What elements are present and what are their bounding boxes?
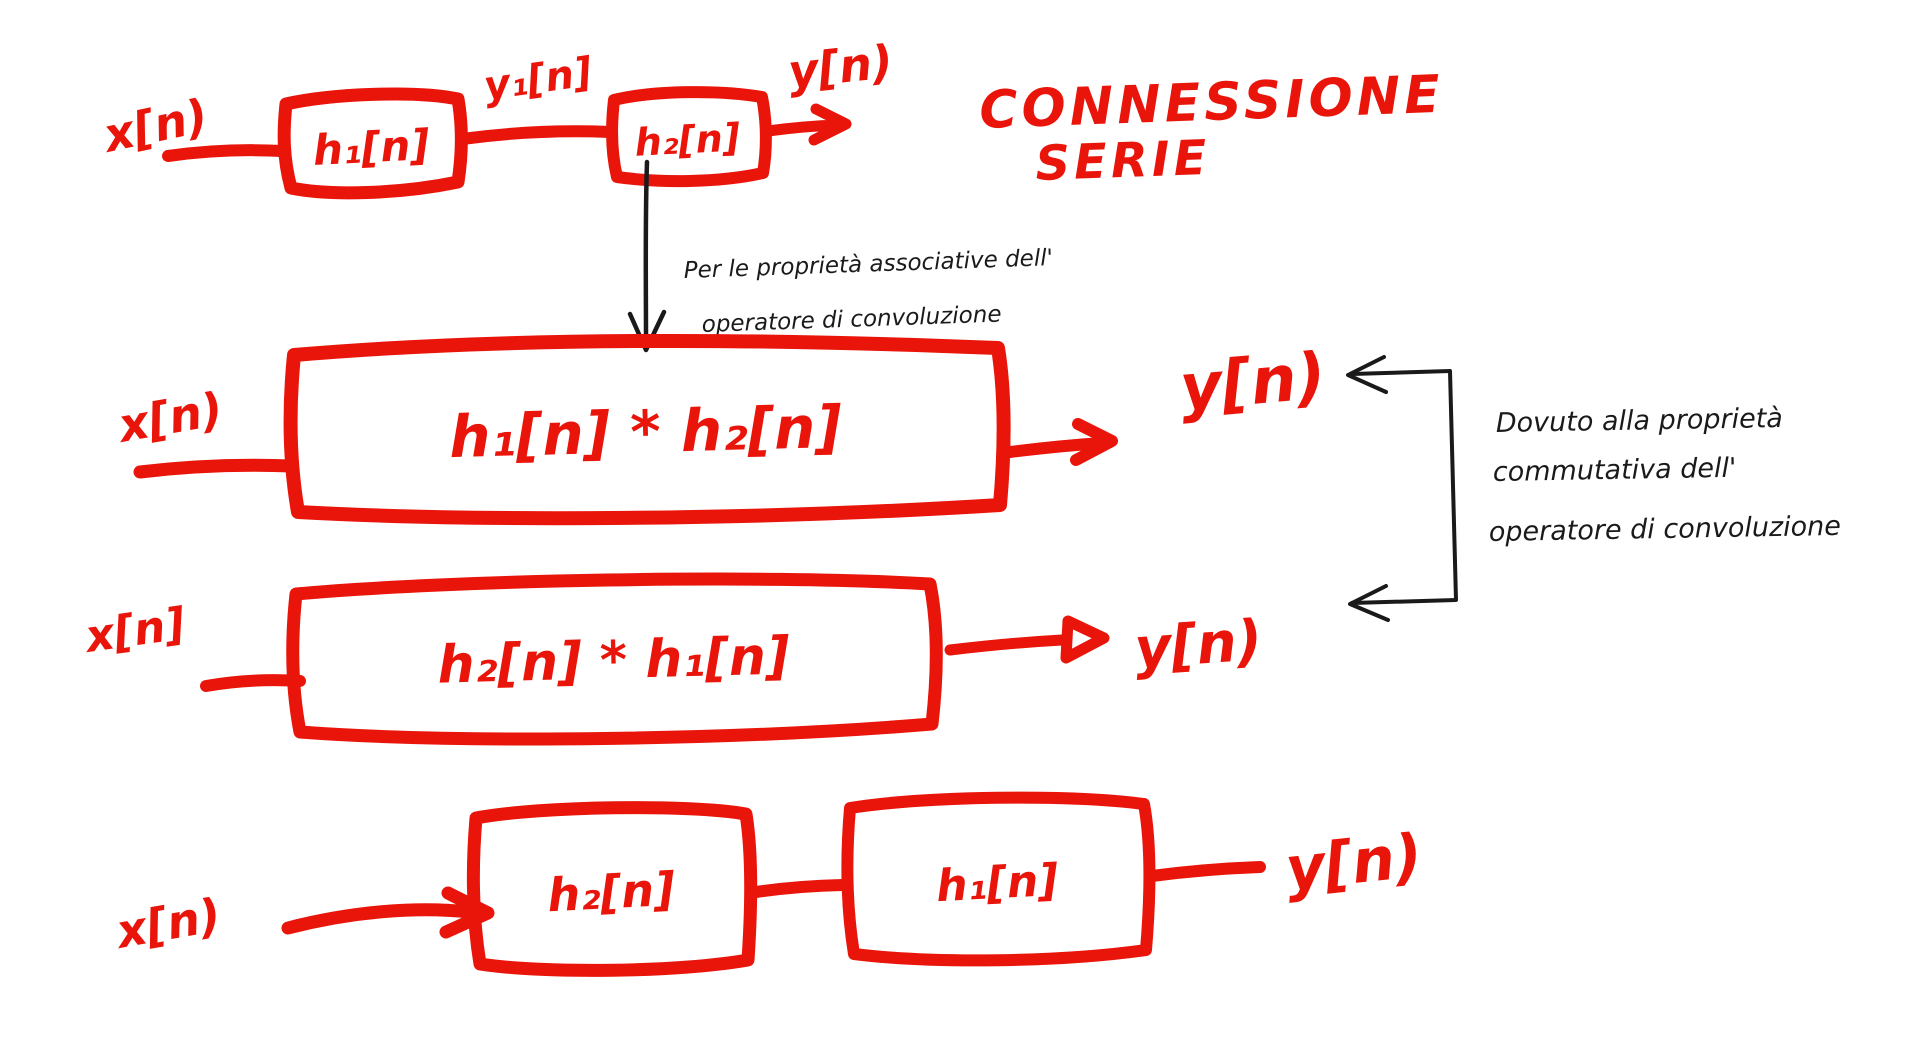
down-arrow-icon [627,159,667,353]
row1-output-label: y[n) [786,34,896,99]
row1-block-h1 [277,87,468,200]
row2-block [283,333,1011,526]
row3-output-label: y[n) [1132,608,1264,682]
row3-input-label: x[n] [80,598,188,663]
row3-block [286,572,943,746]
page-title: CONNESSIONE SERIE [978,65,1444,192]
row1-output-arrow-icon [762,103,852,146]
row3-output-arrow-icon [944,615,1110,664]
row4-block-h2-label: h₂[n] [546,862,676,923]
row4-input-arrow-icon [281,886,495,939]
row1-intermediate-label: y₁[n] [481,49,595,110]
row1-series-connection: x[n) h₁[n] y₁[n] h₂[n] y[n) [97,34,896,200]
row4-block-h1 [841,791,1156,967]
note-associative-line1: Per le proprietà associative dell' [683,245,1053,284]
row1-middle-wire [456,125,616,145]
row4-output-wire [1146,861,1266,882]
title-serie: SERIE [1034,130,1211,192]
row2-block-label: h₁[n] * h₂[n] [448,393,842,471]
equivalence-bracket [1350,369,1458,605]
note-commutative-line1: Dovuto alla proprietà [1496,403,1784,439]
row1-input-wire [162,144,288,162]
note-commutative-line2: commutativa dell' [1493,453,1737,488]
note-commutative-line3: operatore di convoluzione [1489,511,1842,548]
row4-block-h1-label: h₁[n] [935,855,1060,912]
row4-input-label: x[n) [111,888,225,960]
row2-input-label: x[n) [113,382,227,454]
row4-reversed-series: x[n) h₂[n] h₁[n] y[n) [111,791,1425,977]
row2-input-wire [133,458,299,479]
row4-middle-wire [750,879,848,898]
note-commutative: Dovuto alla proprietà commutativa dell' … [1346,355,1842,622]
row1-block-h2-label: h₂[n] [633,115,741,164]
row1-block-h2 [606,86,772,188]
row3-combined-h2h1: x[n] h₂[n] * h₁[n] y[n) [80,572,1264,746]
row2-output-label: y[n) [1177,340,1329,426]
left-arrow-top-icon [1346,355,1388,394]
row3-input-wire [200,674,306,692]
row1-block-h1-label: h₁[n] [312,120,431,175]
row2-output-arrow-icon [1004,418,1118,466]
row2-combined-h1h2: x[n) h₁[n] * h₂[n] y[n) [113,333,1329,526]
row3-block-label: h₂[n] * h₁[n] [437,626,791,695]
left-arrow-bottom-icon [1348,584,1390,622]
note-associative-line2: operatore di convoluzione [701,302,1002,338]
row4-block-h2 [466,801,758,977]
title-connessione: CONNESSIONE [978,65,1444,141]
note-associative: Per le proprietà associative dell' opera… [627,159,1053,353]
row4-output-label: y[n) [1282,821,1425,905]
